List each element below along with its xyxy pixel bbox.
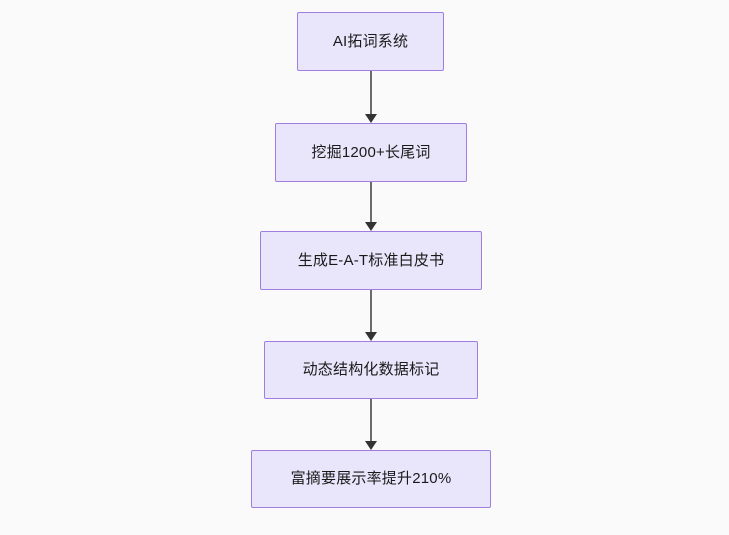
flow-node-rich-snippet-rate[interactable]: 富摘要展示率提升210% — [251, 450, 491, 508]
flow-node-label: 生成E-A-T标准白皮书 — [297, 251, 445, 269]
flow-node-ai-keyword-system[interactable]: AI拓词系统 — [297, 12, 444, 71]
flow-node-label: 挖掘1200+长尾词 — [311, 143, 431, 161]
connector-node1-node2 — [361, 71, 381, 123]
flow-node-label: 富摘要展示率提升210% — [290, 470, 452, 487]
flow-node-longtail-keywords[interactable]: 挖掘1200+长尾词 — [275, 123, 467, 182]
flow-node-eat-whitepaper[interactable]: 生成E-A-T标准白皮书 — [260, 231, 482, 290]
flow-node-structured-data-markup[interactable]: 动态结构化数据标记 — [264, 341, 478, 399]
connector-node2-node3 — [361, 182, 381, 231]
flow-node-label: AI拓词系统 — [332, 32, 409, 50]
flow-node-label: 动态结构化数据标记 — [302, 361, 440, 378]
connector-node3-node4 — [361, 290, 381, 341]
connector-node4-node5 — [361, 399, 381, 450]
